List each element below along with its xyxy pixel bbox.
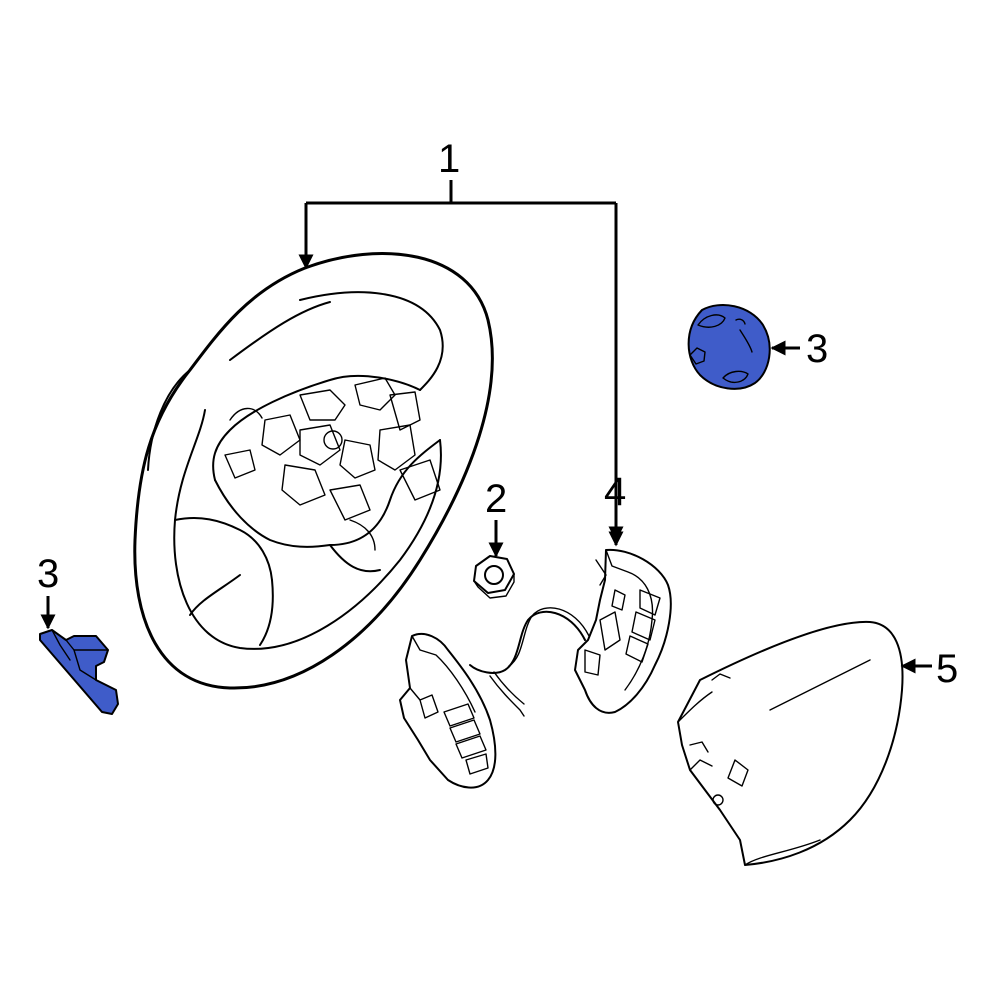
callout-1-label: 1 (438, 137, 460, 181)
callout-3-left-label: 3 (37, 552, 59, 596)
callout-3-right: 3 (770, 327, 828, 371)
callout-1: 1 (306, 137, 624, 542)
callout-2: 2 (485, 477, 507, 558)
callout-4-label: 4 (604, 470, 626, 514)
airbag-module[interactable] (677, 620, 904, 866)
nut[interactable] (473, 555, 515, 599)
callout-4: 4 (604, 470, 626, 547)
callout-1-bracket (306, 180, 616, 268)
callout-5-label: 5 (936, 647, 958, 691)
callout-3-left: 3 (37, 552, 59, 630)
cover-cap[interactable] (687, 304, 771, 390)
callout-3-right-label: 3 (806, 327, 828, 371)
steering-wheel[interactable] (133, 252, 494, 690)
callout-2-label: 2 (485, 477, 507, 521)
switch-assembly[interactable] (399, 548, 672, 789)
retaining-clip[interactable] (39, 629, 119, 715)
callout-5: 5 (900, 647, 958, 691)
